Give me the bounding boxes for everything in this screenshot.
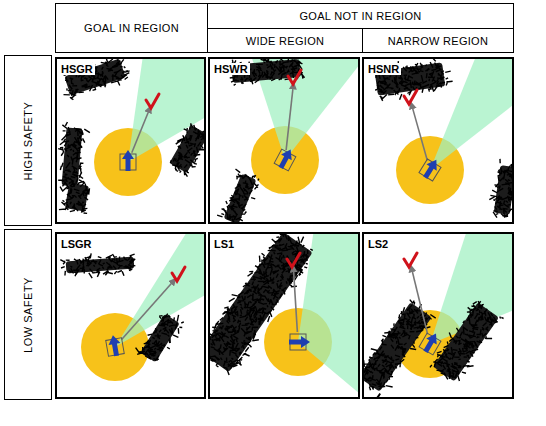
- obstacle: [59, 176, 93, 215]
- path-arrow: [286, 83, 293, 150]
- obstacle: [427, 297, 507, 388]
- goal-mark: [404, 90, 417, 104]
- panel-label: HSNR: [366, 63, 401, 75]
- row-header: HIGH SAFETY: [4, 55, 52, 226]
- panel-scene: [208, 232, 360, 399]
- path-arrow: [122, 279, 176, 340]
- robot: [105, 334, 124, 357]
- robot: [274, 146, 298, 172]
- obstacle: [133, 305, 189, 368]
- goal-mark: [172, 267, 185, 281]
- obstacle: [164, 120, 206, 179]
- robot: [120, 150, 136, 171]
- header-text: GOAL IN REGION: [84, 22, 179, 34]
- scenario-panel: HSGR: [55, 57, 206, 224]
- obstacle: [60, 250, 136, 280]
- scenario-panel: HSNR: [362, 57, 514, 224]
- header-text: LOW SAFETY: [22, 277, 34, 353]
- header-text: WIDE REGION: [246, 35, 324, 47]
- robot: [419, 330, 443, 356]
- header-text: GOAL NOT IN REGION: [299, 10, 421, 22]
- panel-label: LS2: [366, 238, 390, 250]
- goal-mark: [146, 94, 159, 108]
- goal-mark: [288, 70, 301, 84]
- scenario-panel: LSGR: [55, 232, 206, 399]
- panel-scene: [208, 57, 360, 224]
- panel-scene: [55, 57, 206, 215]
- panel-scene: [60, 232, 206, 381]
- path-arrow: [411, 266, 428, 334]
- obstacle: [215, 167, 264, 224]
- column-header: WIDE REGION: [207, 28, 363, 53]
- scenario-panel: HSWR: [208, 57, 360, 224]
- robot: [418, 156, 443, 182]
- panel-label: LSGR: [59, 238, 94, 250]
- path-arrow: [132, 107, 151, 153]
- row-header: LOW SAFETY: [4, 229, 52, 400]
- robot: [289, 334, 310, 350]
- panel-scene: [362, 232, 514, 399]
- column-header: GOAL NOT IN REGION: [207, 3, 514, 29]
- column-header: GOAL IN REGION: [55, 3, 208, 53]
- panel-label: HSWR: [212, 63, 250, 75]
- header-text: NARROW REGION: [388, 35, 488, 47]
- panel-label: HSGR: [59, 63, 95, 75]
- goal-mark: [287, 253, 300, 267]
- path-arrow: [411, 103, 427, 161]
- header-text: HIGH SAFETY: [22, 101, 34, 180]
- region-wedge: [208, 57, 360, 160]
- obstacle: [56, 57, 133, 103]
- panel-label: LS1: [212, 238, 236, 250]
- scenario-panel: LS2: [362, 232, 514, 399]
- panel-scene: [372, 57, 514, 220]
- obstacle: [362, 295, 441, 399]
- scenario-panel: LS1: [208, 232, 360, 399]
- obstacle: [487, 158, 514, 220]
- goal-mark: [404, 253, 417, 267]
- path-arrow: [293, 266, 297, 332]
- column-header: NARROW REGION: [362, 28, 514, 53]
- obstacle: [208, 232, 323, 378]
